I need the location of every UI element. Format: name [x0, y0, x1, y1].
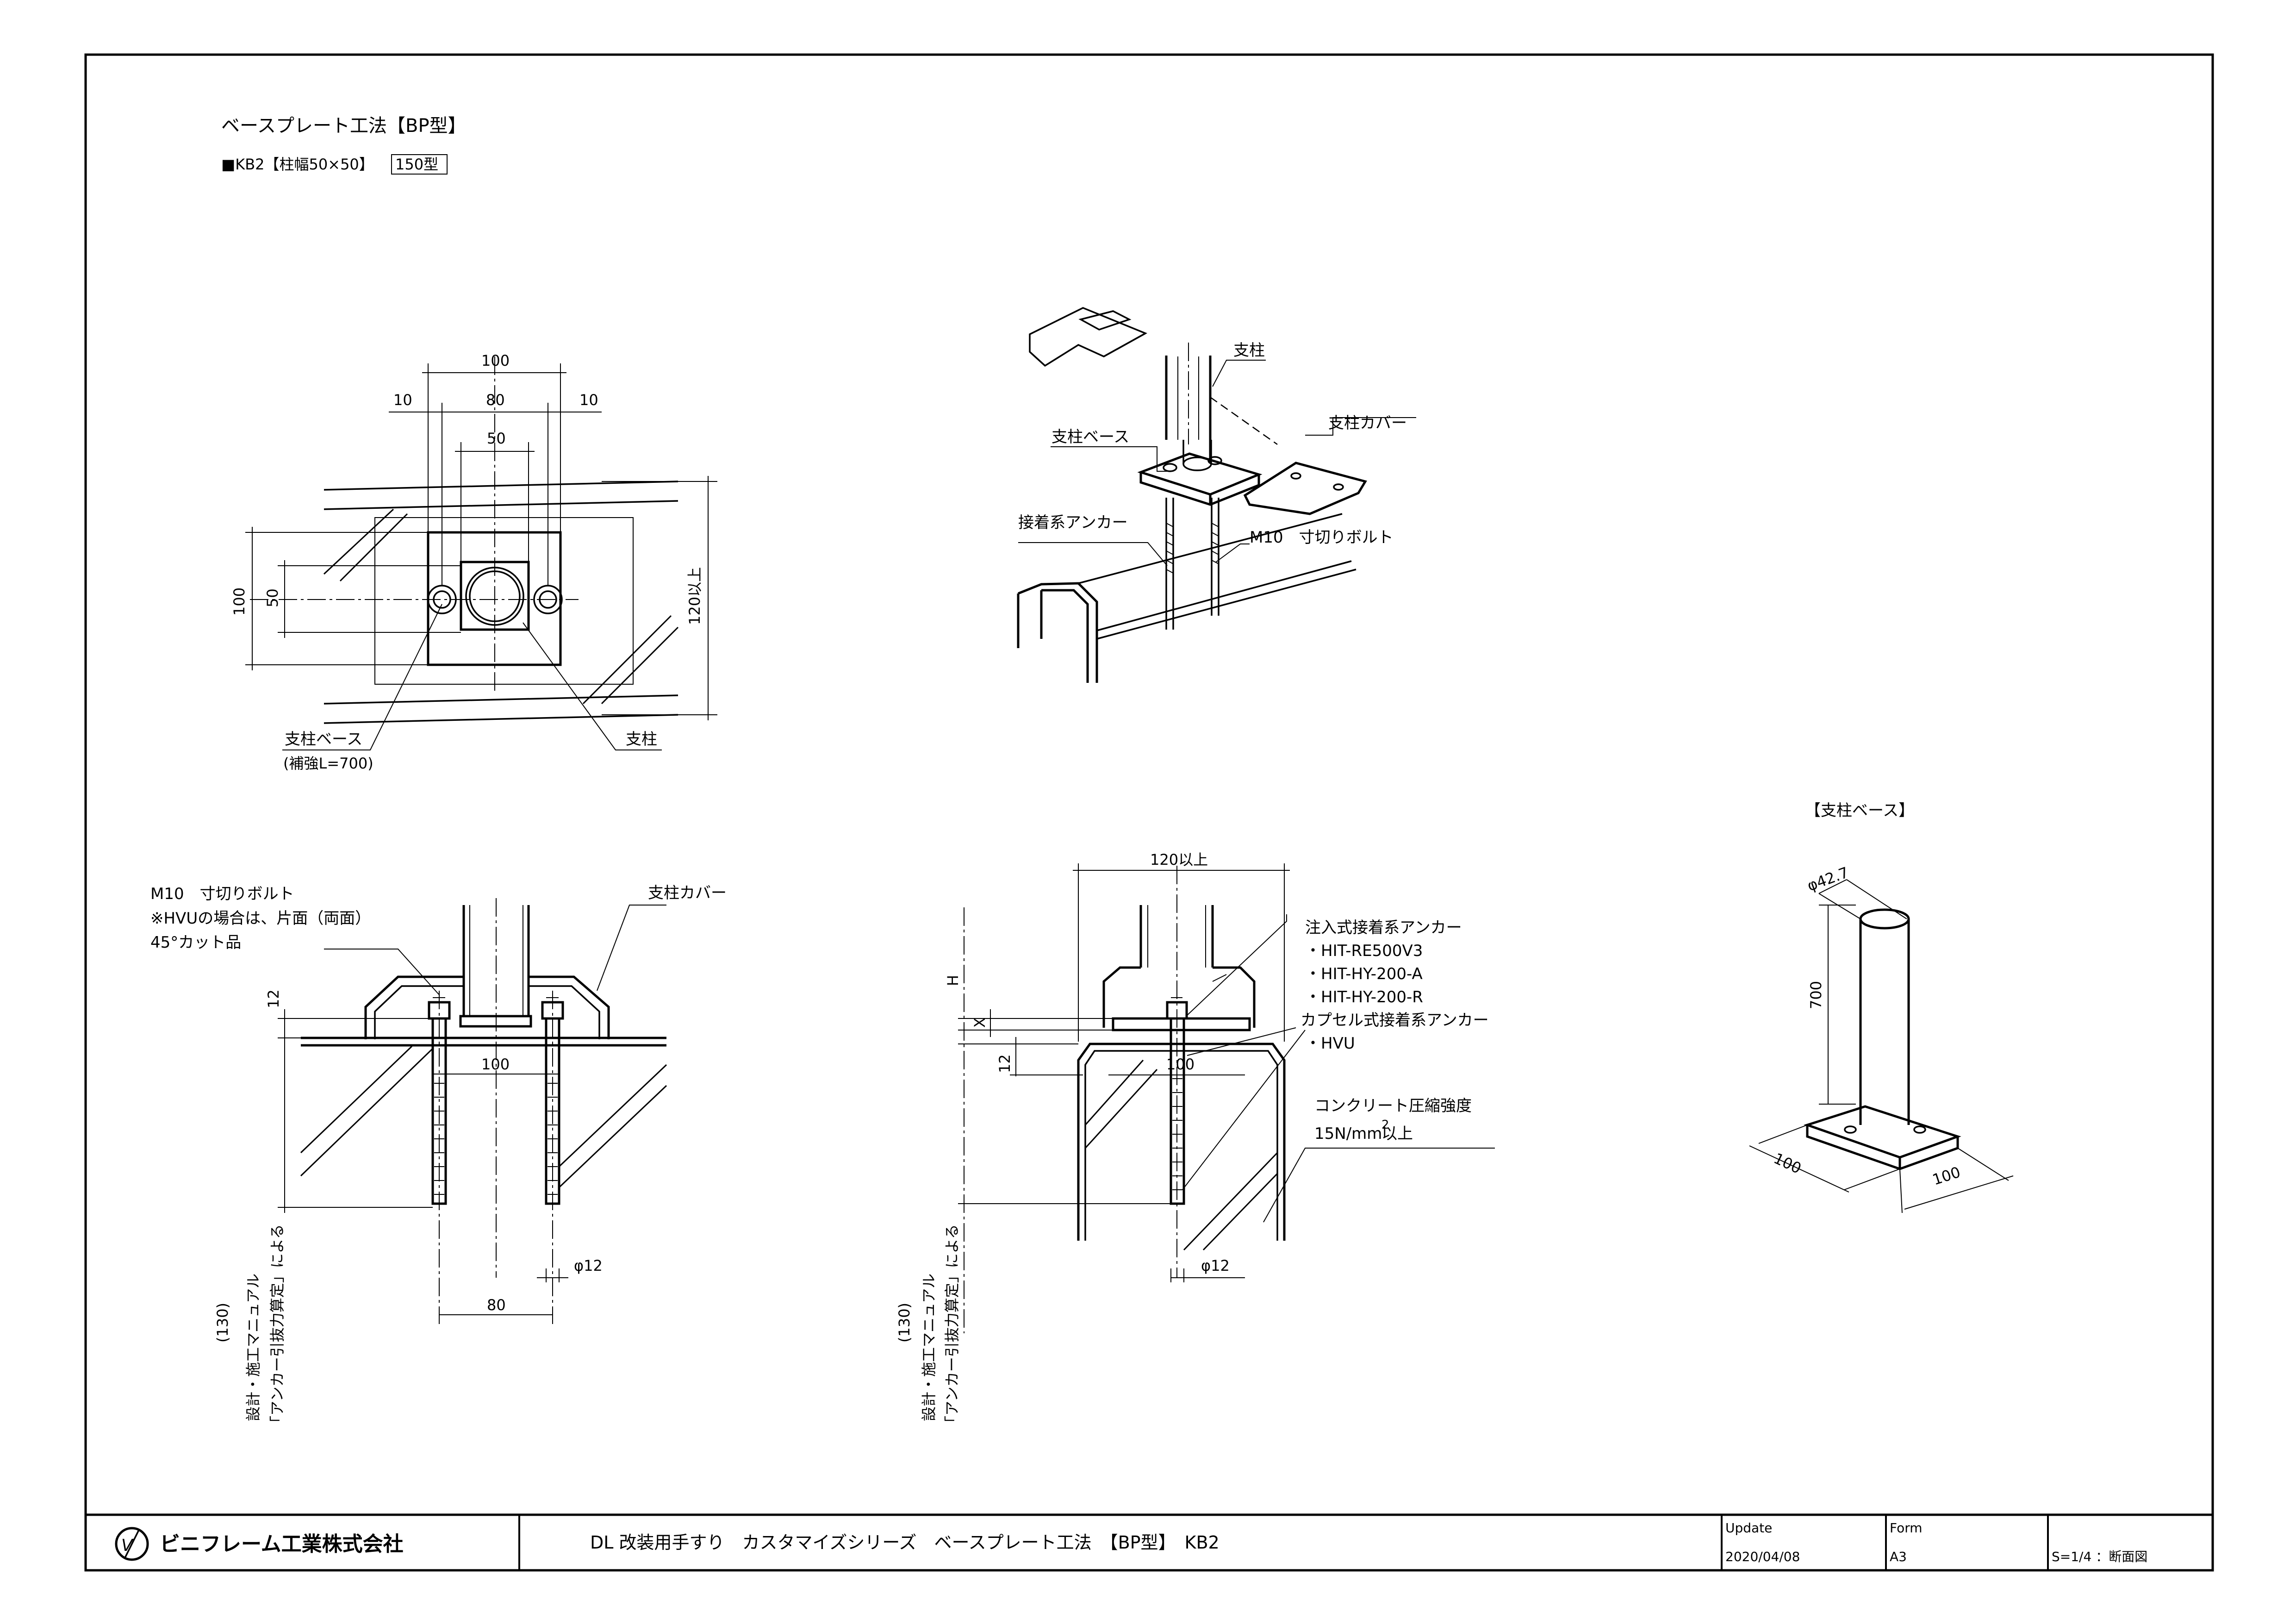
- sl-dim-100: 100: [481, 1056, 510, 1073]
- sr-note-a3: ・HIT-HY-200-A: [1305, 965, 1423, 983]
- plan-dim-100: 100: [481, 352, 510, 369]
- sl-vert-2: 設計・施工マニュアル: [244, 1274, 262, 1421]
- plan-leaders: [282, 604, 662, 750]
- page-subtitle: ■KB2【柱幅50×50】: [221, 156, 374, 173]
- sr-vert-1: (130): [896, 1303, 913, 1343]
- type-box: [391, 154, 448, 175]
- sl-label-cover: 支柱カバー: [648, 884, 727, 902]
- iso-label-post: 支柱: [1233, 341, 1265, 360]
- sl-dim-12: 12: [265, 989, 282, 1008]
- base-dim-100-b: 100: [1930, 1163, 1963, 1189]
- sl-note-3: 45°カット品: [150, 933, 241, 952]
- plan-dim-50: 50: [487, 430, 506, 447]
- iso-label-anchor: 接着系アンカー: [1018, 513, 1128, 532]
- sr-label-X: X: [971, 1018, 989, 1028]
- sr-note-b2: ・HVU: [1305, 1034, 1355, 1053]
- company-name: ビニフレーム工業株式会社: [160, 1532, 404, 1556]
- sr-note-c3: 以上: [1381, 1124, 1413, 1143]
- sr-dim-100: 100: [1166, 1056, 1195, 1073]
- base-detail-title: 【支柱ベース】: [1805, 801, 1914, 820]
- plan-label-base: 支柱ベース: [285, 730, 362, 749]
- iso-label-base: 支柱ベース: [1052, 428, 1129, 446]
- base-detail-drawing: [1749, 879, 2014, 1213]
- iso-label-cover: 支柱カバー: [1328, 414, 1407, 432]
- type-box-label: 150型: [395, 156, 438, 173]
- sr-dim-phi12: φ12: [1201, 1257, 1230, 1274]
- sl-dim-phi12: φ12: [574, 1257, 603, 1274]
- sl-note-1: M10 寸切りボルト: [150, 885, 294, 903]
- sr-vert-2: 設計・施工マニュアル: [920, 1274, 938, 1421]
- base-dim-100-a: 100: [1771, 1149, 1804, 1177]
- sr-note-a4: ・HIT-HY-200-R: [1305, 988, 1423, 1006]
- plan-label-post: 支柱: [626, 730, 657, 749]
- sheet-border: [84, 53, 2214, 1572]
- iso-leaders: [1018, 360, 1416, 566]
- sr-dim-120: 120以上: [1150, 851, 1208, 868]
- section-left: [278, 898, 667, 1324]
- sr-note-c2-sup: 2: [1381, 1118, 1389, 1132]
- sl-vert-1: (130): [214, 1303, 231, 1343]
- sr-vert-3: 「アンカー引抜力算定」による: [943, 1224, 961, 1430]
- sr-note-b1: カプセル式接着系アンカー: [1300, 1011, 1489, 1030]
- section-right: [958, 863, 1495, 1333]
- plan-dim-10-right: 10: [579, 391, 598, 409]
- sl-vert-3: 「アンカー引抜力算定」による: [268, 1224, 286, 1430]
- title-block: [86, 1513, 2213, 1570]
- plan-dim-10-left: 10: [393, 391, 412, 409]
- sl-dim-80: 80: [487, 1296, 506, 1314]
- update-value: 2020/04/08: [1725, 1549, 1800, 1564]
- iso-label-bolt: M10 寸切りボルト: [1250, 528, 1394, 547]
- base-dim-700: 700: [1807, 981, 1825, 1009]
- sr-note-c2: 15N/mm: [1314, 1124, 1382, 1143]
- sr-dim-12: 12: [996, 1054, 1014, 1073]
- plan-view: [245, 356, 717, 724]
- iso-view: [1017, 307, 1367, 683]
- scale-text: S=1/4 ：断面図: [2052, 1549, 2147, 1564]
- sr-label-H: H: [944, 975, 962, 986]
- sr-note-a2: ・HIT-RE500V3: [1305, 942, 1423, 960]
- sr-note-a1: 注入式接着系アンカー: [1305, 918, 1462, 937]
- base-dim-phi: φ42.7: [1805, 863, 1851, 894]
- page-title: ベースプレート工法【BP型】: [221, 115, 467, 137]
- sl-note-2: ※HVUの場合は、片面（両面）: [150, 909, 371, 928]
- company-logo: V: [115, 1527, 149, 1561]
- plan-label-base-note: (補強L=700): [283, 755, 373, 772]
- update-label: Update: [1725, 1520, 1772, 1536]
- form-value: A3: [1890, 1549, 1907, 1564]
- plan-dim-100-vertical: 100: [230, 587, 248, 616]
- plan-dim-80: 80: [486, 391, 505, 409]
- form-label: Form: [1890, 1520, 1923, 1536]
- plan-dim-120-vertical: 120以上: [686, 567, 703, 625]
- drawing-title: DL 改装用手すり カスタマイズシリーズ ベースプレート工法 【BP型】 KB2: [590, 1532, 1220, 1553]
- plan-dim-50-vertical: 50: [264, 588, 281, 607]
- sr-note-c1: コンクリート圧縮強度: [1314, 1097, 1472, 1115]
